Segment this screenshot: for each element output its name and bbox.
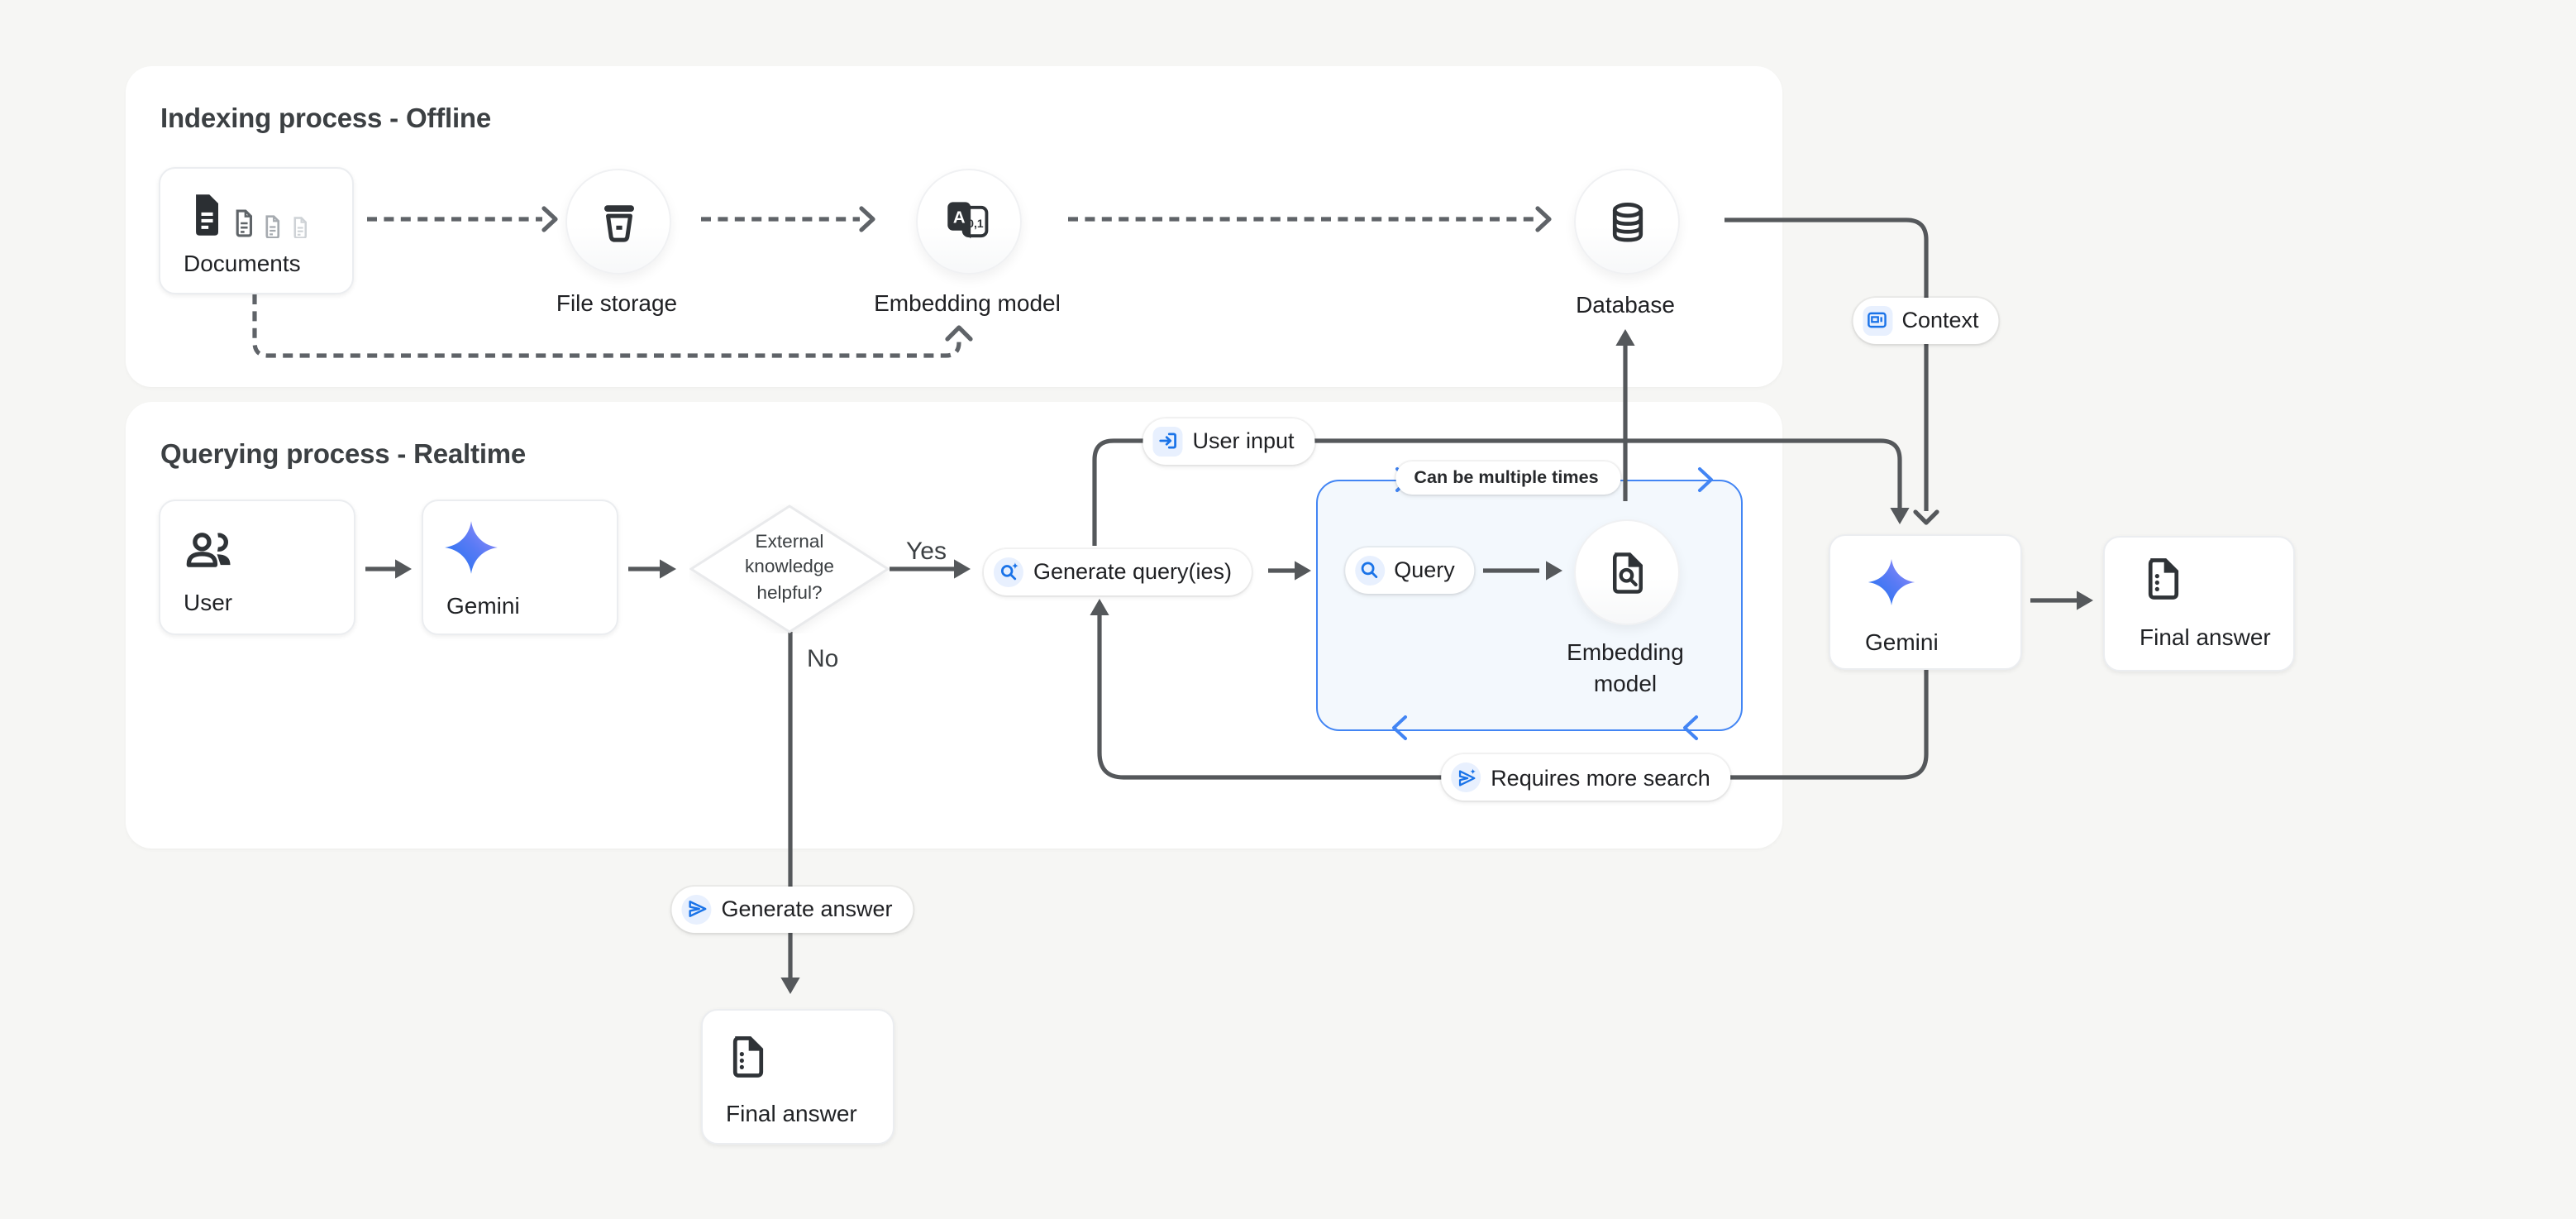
database-node <box>1574 169 1680 275</box>
can-be-multiple-times-pill: Can be multiple times <box>1395 461 1620 495</box>
documents-card: Documents <box>159 167 354 294</box>
generate-answer-label: Generate answer <box>721 896 893 921</box>
user-input-pill: User input <box>1143 418 1314 464</box>
document-icon <box>196 194 218 236</box>
query-pill: Query <box>1344 547 1475 593</box>
embedding-model-label: Embedding model <box>874 289 1061 316</box>
svg-text:A: A <box>953 208 966 227</box>
user-label: User <box>184 589 233 615</box>
documents-icon <box>188 192 308 238</box>
gemini-output-label: Gemini <box>1865 629 1939 655</box>
user-card: User <box>159 500 355 635</box>
users-icon <box>186 533 231 567</box>
database-icon <box>1611 202 1643 241</box>
query-embedding-model-node <box>1574 519 1680 625</box>
gemini-card-output: Gemini <box>1829 534 2022 670</box>
final-answer-doc-icon <box>732 1036 764 1078</box>
generate-queries-pill: Generate query(ies) <box>983 548 1252 595</box>
send-icon <box>681 894 712 924</box>
indexing-panel-title: Indexing process - Offline <box>160 104 492 134</box>
final-answer-card-bottom: Final answer <box>701 1009 894 1145</box>
file-storage-node <box>565 169 671 275</box>
final-answer-doc-icon <box>2148 558 2179 600</box>
context-label: Context <box>1901 308 1979 332</box>
generate-queries-label: Generate query(ies) <box>1033 559 1233 584</box>
gemini-star-icon <box>1868 558 1915 606</box>
file-search-icon <box>1612 552 1642 593</box>
requires-more-search-label: Requires more search <box>1491 765 1710 790</box>
no-label: No <box>807 645 839 673</box>
login-icon <box>1152 426 1183 456</box>
can-be-multiple-times-label: Can be multiple times <box>1414 468 1599 488</box>
embedding-model-icon: 0,1 A <box>947 202 989 239</box>
svg-text:0,1: 0,1 <box>967 217 984 230</box>
generate-answer-pill: Generate answer <box>671 886 913 932</box>
final-answer-card-right: Final answer <box>2103 536 2295 672</box>
article-icon <box>1862 305 1892 335</box>
query-embedding-model-label: Embedding model <box>1567 638 1684 696</box>
documents-label: Documents <box>184 250 301 276</box>
document-icon <box>236 209 253 237</box>
context-pill: Context <box>1852 297 1999 343</box>
requires-more-search-pill: Requires more search <box>1441 754 1730 801</box>
gemini-card: Gemini <box>422 500 618 635</box>
embedding-model-node: 0,1 A <box>916 169 1022 275</box>
yes-label: Yes <box>906 538 947 566</box>
search-icon <box>1354 555 1385 585</box>
querying-panel-title: Querying process - Realtime <box>160 440 527 470</box>
document-icon <box>293 216 306 238</box>
storage-bucket-icon <box>603 204 633 241</box>
file-storage-label: File storage <box>556 289 678 316</box>
send-spark-icon <box>1451 762 1481 792</box>
final-answer-right-label: Final answer <box>2140 624 2271 650</box>
final-answer-label: Final answer <box>726 1100 857 1126</box>
database-label: Database <box>1576 291 1675 318</box>
decision-diamond: External knowledge helpful? <box>689 504 890 633</box>
query-label: Query <box>1394 557 1455 582</box>
user-input-label: User input <box>1192 428 1295 453</box>
gemini-label: Gemini <box>446 592 520 619</box>
document-icon <box>265 214 280 238</box>
gemini-star-icon <box>445 521 498 574</box>
retrieval-loop-box <box>1316 480 1743 731</box>
search-spark-icon <box>993 557 1023 586</box>
decision-text: External knowledge helpful? <box>744 532 834 604</box>
